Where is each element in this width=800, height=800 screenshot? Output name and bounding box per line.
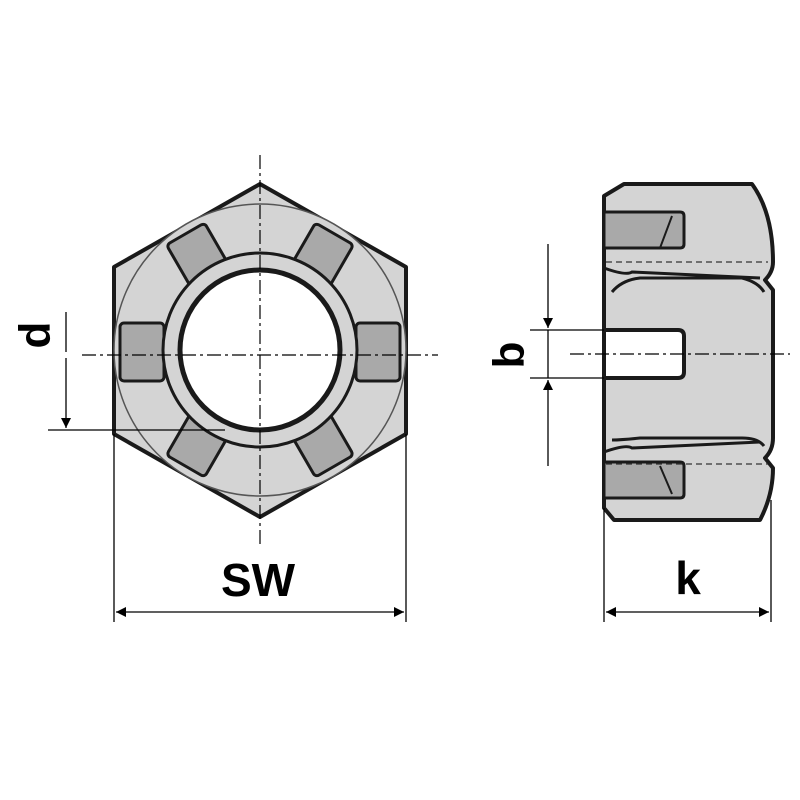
lower-chamfer-arc (603, 440, 761, 454)
dimension-b (530, 244, 604, 466)
front-view: d SW (11, 155, 438, 622)
lower-slot-edge (659, 465, 673, 495)
dimension-k (603, 500, 772, 622)
dimension-d (48, 312, 225, 431)
slot-block-right (354, 321, 402, 383)
side-body-outline (602, 182, 775, 522)
side-hidden-lines (606, 261, 768, 465)
side-view: b k (485, 182, 790, 622)
label-d: d (11, 322, 60, 349)
middle-slot (602, 328, 686, 380)
dimension-sw (113, 434, 407, 622)
upper-slot-edge (659, 215, 673, 249)
label-b: b (485, 342, 534, 369)
upper-face-arc (610, 276, 766, 293)
label-k: k (675, 552, 701, 604)
lower-slot (602, 460, 686, 500)
slot-block-left (118, 321, 166, 383)
label-sw: SW (221, 554, 296, 606)
front-centerlines (82, 155, 438, 545)
lower-face-arc (611, 436, 766, 447)
